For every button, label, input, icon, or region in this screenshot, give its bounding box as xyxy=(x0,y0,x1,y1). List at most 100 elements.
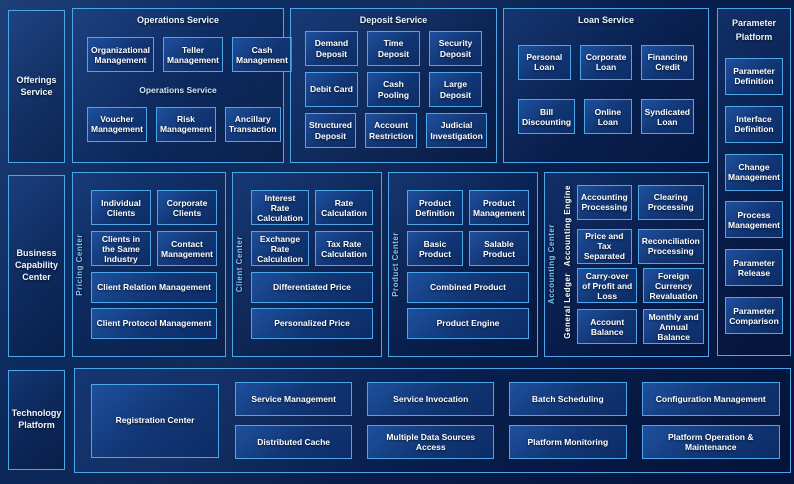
general-ledger-subgroup: General Ledger Carry-over of Profit and … xyxy=(563,268,704,345)
service-box: Large Deposit xyxy=(429,72,482,107)
service-box: Distributed Cache xyxy=(235,425,353,459)
service-box: Security Deposit xyxy=(429,31,482,66)
service-box: Judicial Investigation xyxy=(426,113,487,148)
loan-service-group: Loan Service Personal Loan Corporate Loa… xyxy=(503,8,709,163)
business-capability-center-panel: Business Capability Center xyxy=(8,175,65,357)
loan-service-title: Loan Service xyxy=(577,15,635,25)
service-box: Bill Discounting xyxy=(518,99,576,135)
service-box: Rate Calculation xyxy=(315,190,373,226)
service-box: Online Loan xyxy=(584,99,632,135)
service-box: Organizational Management xyxy=(87,37,155,73)
service-box: Teller Management xyxy=(163,37,223,73)
deposit-row-3: Structured Deposit Account Restriction J… xyxy=(299,113,488,148)
service-box: Client Relation Management xyxy=(91,271,217,303)
service-box: Foreign Currency Revaluation xyxy=(643,268,704,304)
service-box: Accounting Processing xyxy=(577,184,632,220)
product-small-grid: Product Definition Product Management Ba… xyxy=(407,190,529,267)
service-box: Configuration Management xyxy=(641,382,780,416)
client-small-grid: Interest Rate Calculation Rate Calculati… xyxy=(251,190,373,267)
service-box: Price and Tax Separated xyxy=(577,228,632,264)
service-box: Personalized Price xyxy=(251,307,373,339)
operations-service-title: Operations Service xyxy=(136,15,220,25)
product-center-vertical-label: Product Center xyxy=(391,232,400,297)
accounting-engine-subgroup: Accounting Engine Accounting Processing … xyxy=(563,184,704,267)
service-box: Ancillary Transaction xyxy=(224,106,281,142)
service-box: Cash Pooling xyxy=(367,72,420,107)
loan-row-2: Bill Discounting Online Loan Syndicated … xyxy=(512,99,700,135)
registration-center-box: Registration Center xyxy=(91,383,219,458)
service-box: Interest Rate Calculation xyxy=(251,190,309,226)
service-box: Parameter Release xyxy=(725,249,783,287)
parameter-platform-group: Parameter Platform Parameter Definition … xyxy=(717,8,791,356)
service-box: Clients in the Same Industry xyxy=(91,231,151,267)
service-box: Client Protocol Management xyxy=(91,307,217,339)
service-box: Basic Product xyxy=(407,231,464,267)
service-box: Cash Management xyxy=(232,37,292,73)
accounting-engine-vertical-label: Accounting Engine xyxy=(563,184,572,267)
technology-platform-label: Technology Platform xyxy=(11,408,62,430)
deposit-service-title: Deposit Service xyxy=(359,15,428,25)
service-box: Platform Operation & Maintenance xyxy=(641,425,780,459)
service-box: Debit Card xyxy=(305,72,358,107)
service-box: Product Engine xyxy=(407,307,529,339)
service-box: Personal Loan xyxy=(518,44,571,80)
service-box: Corporate Loan xyxy=(579,44,633,80)
accounting-center-group: Accounting Center Accounting Engine Acco… xyxy=(544,172,709,357)
operations-service-group: Operations Service Organizational Manage… xyxy=(72,8,292,163)
service-box: Service Invocation xyxy=(367,382,495,416)
service-box: Account Balance xyxy=(577,309,638,345)
service-box: Reconciliation Processing xyxy=(637,228,704,264)
service-box: Salable Product xyxy=(469,231,529,267)
deposit-row-2: Debit Card Cash Pooling Large Deposit xyxy=(299,72,488,107)
business-capability-center-label: Business Capability Center xyxy=(14,248,58,282)
service-box: Demand Deposit xyxy=(305,31,358,66)
service-box: Corporate Clients xyxy=(157,190,217,226)
service-box: Clearing Processing xyxy=(637,184,704,220)
service-box: Account Restriction xyxy=(364,113,418,148)
service-box: Combined Product xyxy=(407,271,529,303)
service-box: Change Management xyxy=(725,153,783,191)
technology-platform-group: Registration Center Service Management S… xyxy=(74,368,791,473)
deposit-row-1: Demand Deposit Time Deposit Security Dep… xyxy=(299,31,488,66)
service-box: Contact Management xyxy=(157,231,217,267)
service-box: Time Deposit xyxy=(367,31,420,66)
service-box: Interface Definition xyxy=(725,105,783,143)
pricing-small-grid: Individual Clients Corporate Clients Cli… xyxy=(91,190,217,267)
service-box: Service Management xyxy=(235,382,353,416)
service-box: Platform Monitoring xyxy=(509,425,627,459)
service-box: Financing Credit xyxy=(641,44,695,80)
service-box: Structured Deposit xyxy=(305,113,356,148)
pricing-center-vertical-label: Pricing Center xyxy=(75,233,84,296)
service-box: Carry-over of Profit and Loss xyxy=(577,268,638,304)
client-center-group: Client Center Interest Rate Calculation … xyxy=(232,172,382,357)
product-center-group: Product Center Product Definition Produc… xyxy=(388,172,538,357)
service-box: Exchange Rate Calculation xyxy=(251,231,309,267)
technology-platform-panel: Technology Platform xyxy=(8,370,65,470)
service-box: Tax Rate Calculation xyxy=(315,231,373,267)
service-box: Risk Management xyxy=(155,106,216,142)
loan-row-1: Personal Loan Corporate Loan Financing C… xyxy=(512,44,700,80)
deposit-service-group: Deposit Service Demand Deposit Time Depo… xyxy=(290,8,497,163)
service-box: Multiple Data Sources Access xyxy=(367,425,495,459)
service-box: Monthly and Annual Balance xyxy=(643,309,704,345)
service-box: Product Definition xyxy=(407,190,464,226)
service-box: Parameter Definition xyxy=(725,57,783,95)
service-box: Syndicated Loan xyxy=(640,99,694,135)
client-center-vertical-label: Client Center xyxy=(235,236,244,293)
service-box: Batch Scheduling xyxy=(509,382,627,416)
offerings-service-label: Offerings Service xyxy=(16,74,57,97)
service-box: Product Management xyxy=(469,190,529,226)
pricing-center-group: Pricing Center Individual Clients Corpor… xyxy=(72,172,226,357)
operations-service-mid-label: Operations Service xyxy=(139,84,217,95)
service-box: Voucher Management xyxy=(87,106,147,142)
accounting-center-vertical-label: Accounting Center xyxy=(547,224,556,305)
general-ledger-vertical-label: General Ledger xyxy=(563,273,572,339)
service-box: Process Management xyxy=(725,201,783,239)
operations-row-1: Organizational Management Teller Managem… xyxy=(81,37,292,73)
parameter-platform-title: Parameter Platform xyxy=(731,18,777,42)
service-box: Individual Clients xyxy=(91,190,151,226)
operations-row-2: Voucher Management Risk Management Ancil… xyxy=(81,106,281,142)
service-box: Parameter Comparison xyxy=(725,297,783,335)
offerings-service-panel: Offerings Service xyxy=(8,10,65,163)
